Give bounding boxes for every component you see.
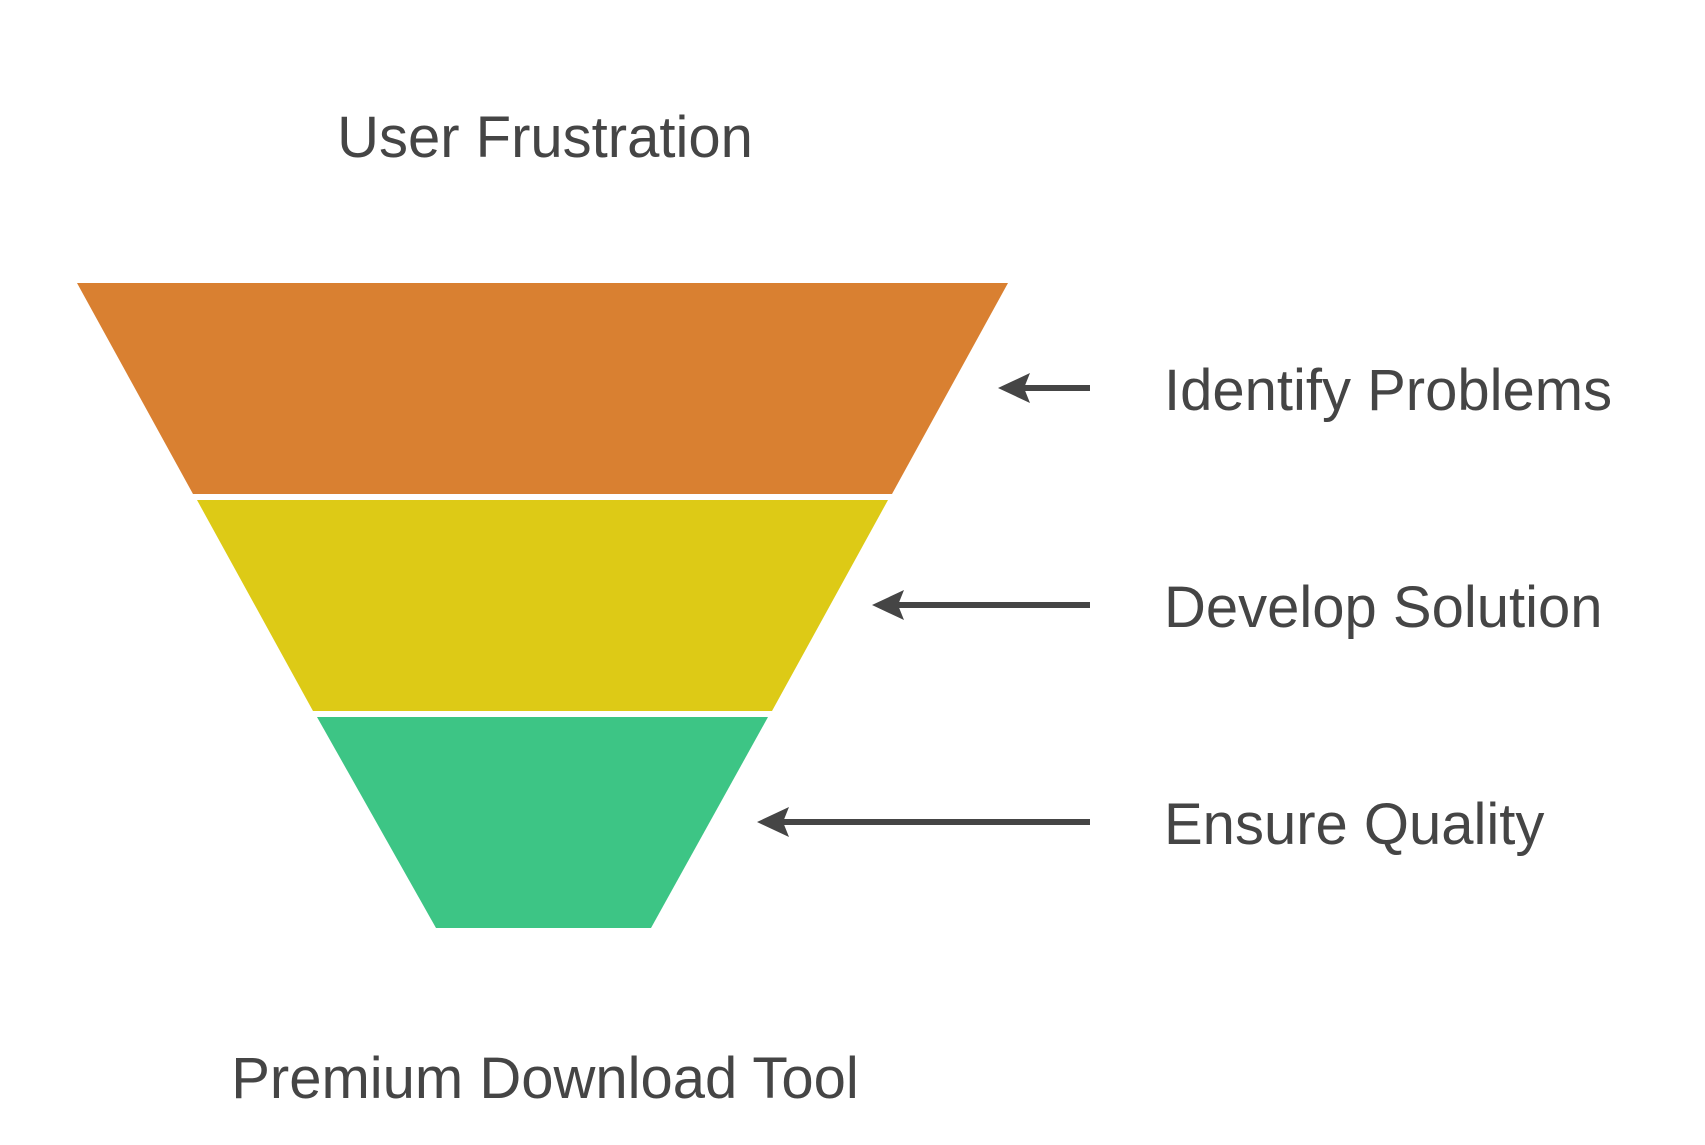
funnel-top-label: User Frustration [337, 105, 753, 170]
arrow-icon-identify-problems [998, 373, 1090, 403]
funnel-segment-ensure-quality [317, 717, 768, 928]
funnel-segment-identify-problems [77, 283, 1008, 494]
stage-label-develop-solution: Develop Solution [1164, 575, 1603, 640]
arrow-icon-develop-solution [872, 590, 1090, 620]
funnel-bottom-label: Premium Download Tool [231, 1046, 859, 1111]
stage-label-identify-problems: Identify Problems [1164, 358, 1612, 423]
stage-label-ensure-quality: Ensure Quality [1164, 792, 1544, 857]
arrow-icon-ensure-quality [757, 807, 1090, 837]
funnel-segment-develop-solution [197, 500, 888, 711]
